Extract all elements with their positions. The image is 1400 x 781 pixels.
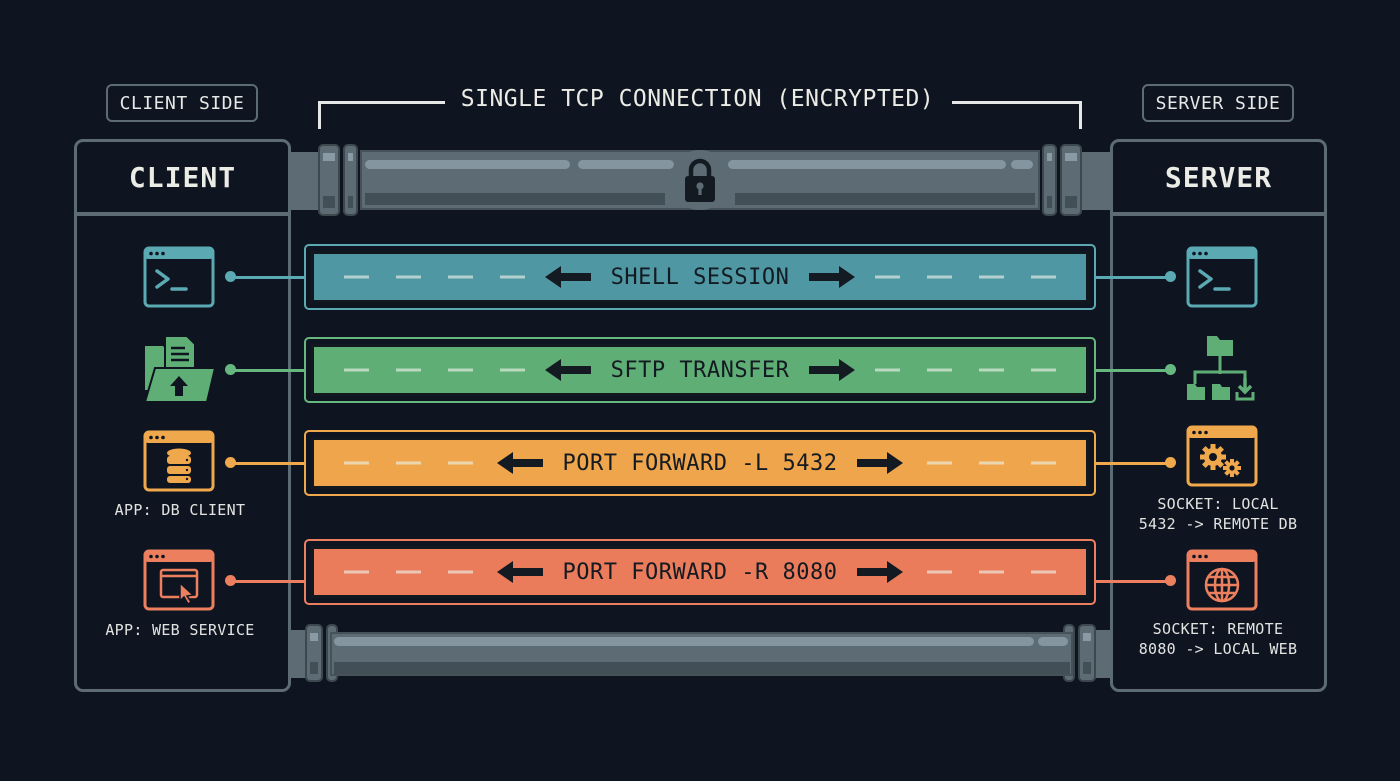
database-app-icon [143,430,215,492]
channel-label: SFTP TRANSFER [610,357,790,383]
arrow-left-icon [544,359,591,381]
connection-bracket-right [952,101,1082,129]
caption-line: SOCKET: LOCAL [1157,495,1279,513]
server-terminal-icon [1186,246,1258,308]
client-db-caption: APP: DB CLIENT [114,501,246,519]
caption-line: 8080 -> LOCAL WEB [1138,640,1298,658]
connection-bracket-left [318,101,448,129]
arrow-right-icon [809,266,856,288]
server-remote-socket-caption: SOCKET: REMOTE 8080 -> LOCAL WEB [1120,619,1316,659]
client-web-caption: APP: WEB SERVICE [105,621,255,639]
web-app-cursor-icon [143,549,215,611]
gears-app-icon [1186,425,1258,487]
server-panel: SERVER [1110,139,1327,692]
channel-port-forward-remote: PORT FORWARD -R 8080 [304,539,1096,605]
channel-shell-session: SHELL SESSION [304,244,1096,310]
server-panel-title: SERVER [1113,142,1324,216]
caption-line: 5432 -> REMOTE DB [1138,515,1298,533]
server-local-socket-caption: SOCKET: LOCAL 5432 -> REMOTE DB [1120,494,1316,534]
lock-icon [685,158,715,202]
client-panel: CLIENT [74,139,291,692]
globe-app-icon [1186,549,1258,611]
channel-label: PORT FORWARD -R 8080 [562,559,838,585]
client-side-tag-label: CLIENT SIDE [119,92,245,114]
server-side-tag-label: SERVER SIDE [1155,92,1281,114]
folder-upload-icon [143,335,217,403]
caption-line: SOCKET: REMOTE [1152,620,1284,638]
channel-port-forward-local: PORT FORWARD -L 5432 [304,430,1096,496]
arrow-right-icon [857,452,904,474]
channel-label: PORT FORWARD -L 5432 [562,450,838,476]
terminal-icon [143,246,215,308]
client-panel-title: CLIENT [77,142,288,216]
channel-sftp-transfer: SFTP TRANSFER [304,337,1096,403]
client-side-tag: CLIENT SIDE [106,84,258,122]
channel-label: SHELL SESSION [610,264,790,290]
arrow-left-icon [496,561,543,583]
folder-tree-download-icon [1187,336,1255,401]
server-side-tag: SERVER SIDE [1142,84,1294,122]
arrow-right-icon [857,561,904,583]
connection-title: SINGLE TCP CONNECTION (ENCRYPTED) [445,86,950,112]
arrow-left-icon [544,266,591,288]
arrow-left-icon [496,452,543,474]
arrow-right-icon [809,359,856,381]
